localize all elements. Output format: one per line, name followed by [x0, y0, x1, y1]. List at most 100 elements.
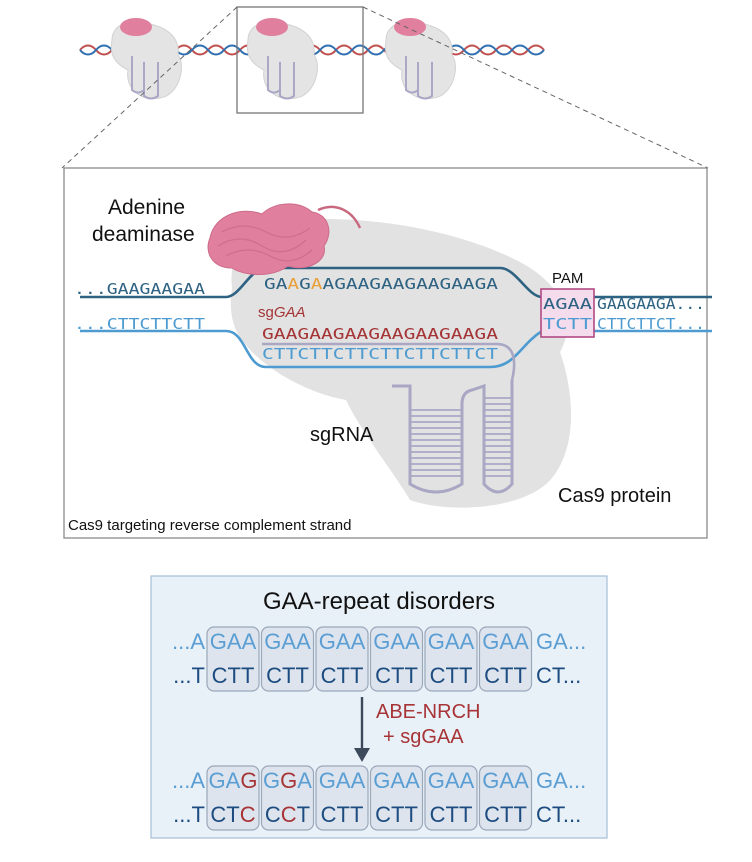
sequence-base: C [484, 802, 500, 827]
repeat-sequence-token: CTT [321, 802, 364, 827]
sggaa-prefix: sg [258, 304, 274, 321]
sequence-base: G [319, 768, 336, 793]
sequence-base: G [319, 629, 336, 654]
panel-caption: Cas9 targeting reverse complement strand [68, 517, 351, 534]
repeat-sequence-token: CTT [212, 663, 255, 688]
sequence-base: A [405, 629, 420, 654]
repeat-sequence-token: CTT [430, 802, 473, 827]
sgrna-label: sgRNA [310, 424, 374, 446]
pam-bottom-sequence: TCTT [543, 315, 592, 333]
sequence-base: . [580, 629, 586, 654]
sequence-base: T [192, 663, 205, 688]
arrow-label-line2: + sgGAA [383, 726, 464, 748]
repeat-sequence-token: ...T [173, 802, 205, 827]
sequence-base: A [190, 768, 205, 793]
sequence-base: G [240, 768, 257, 793]
sequence-base: T [404, 663, 417, 688]
cas9-protein-shape [230, 218, 572, 508]
sequence-base: . [172, 629, 178, 654]
sequence-base: T [295, 663, 308, 688]
sequence-base: G [536, 768, 553, 793]
sequence-base: A [499, 629, 514, 654]
sequence-base: . [173, 802, 179, 827]
sequence-base: . [580, 768, 586, 793]
sequence-base: G [373, 629, 390, 654]
sequence-base: . [172, 768, 178, 793]
edited-seq-part3: AGAAGAAGAAGAAGA [323, 275, 499, 293]
sequence-base: G [428, 768, 445, 793]
overview-cas9-1 [110, 18, 182, 100]
repeat-sequence-token: CTT [375, 802, 418, 827]
sequence-base: G [482, 629, 499, 654]
sequence-base: A [514, 629, 529, 654]
sequence-base: . [568, 629, 574, 654]
repeat-sequence-token: GAG [209, 768, 258, 793]
repeat-unit-box [424, 765, 478, 831]
repeat-sequence-token: CT... [536, 663, 581, 688]
sgrna-structure [262, 342, 516, 494]
sequence-base: C [375, 663, 391, 688]
sequence-base: A [190, 629, 205, 654]
sggaa-label: sgGAA [258, 304, 306, 321]
sequence-base: . [563, 802, 569, 827]
sequence-base: G [209, 768, 226, 793]
sequence-base: T [241, 663, 254, 688]
repeat-sequence-token: ...T [173, 663, 205, 688]
sequence-base: . [575, 663, 581, 688]
repeat-unit-box [369, 765, 424, 831]
sggaa-italic: GAA [274, 304, 306, 321]
sequence-base: A [296, 629, 311, 654]
sequence-base: A [281, 629, 296, 654]
sequence-base: T [500, 802, 513, 827]
sequence-base: G [373, 768, 390, 793]
sequence-base: A [553, 629, 568, 654]
sequence-base: A [445, 629, 460, 654]
repeat-sequence-token: GAA [319, 629, 366, 654]
repeat-unit-box [369, 626, 424, 692]
sequence-base: C [430, 802, 446, 827]
sequence-base: G [428, 629, 445, 654]
sequence-base: A [351, 768, 366, 793]
sequence-base: . [185, 802, 191, 827]
sequence-base: C [484, 663, 500, 688]
bottom-strand-backbone [80, 329, 712, 369]
sequence-base: A [460, 629, 475, 654]
repeat-sequence-token: GAA [319, 768, 366, 793]
repeat-unit-box [206, 765, 260, 831]
sequence-base: . [574, 629, 580, 654]
sequence-base: . [184, 629, 190, 654]
repeat-sequence-token: CTT [484, 802, 527, 827]
sequence-base: T [445, 802, 458, 827]
sequence-base: T [459, 663, 472, 688]
sequence-base: . [569, 802, 575, 827]
overview-strip [61, 6, 709, 169]
repeat-sequence-token: GAA [428, 768, 475, 793]
repeat-unit-box [478, 626, 533, 692]
sequence-base: . [178, 768, 184, 793]
pam-top-sequence: AGAA [543, 295, 592, 313]
sgrna-hairpin-large [392, 380, 514, 494]
sequence-base: T [336, 802, 349, 827]
sequence-base: A [351, 629, 366, 654]
dna-backbones [80, 266, 712, 369]
sequence-base: A [460, 768, 475, 793]
repeat-sequence-token: GAA [482, 768, 529, 793]
sequence-base: C [536, 802, 552, 827]
editing-arrow-head [354, 748, 370, 762]
sequence-base: T [226, 802, 239, 827]
sequence-base: T [192, 802, 205, 827]
sequence-base: T [459, 802, 472, 827]
guide-rna-sequence: GAAGAAGAAGAAGAAGAAGA [262, 325, 498, 343]
guide-backbone-bend [262, 342, 516, 381]
sequence-base: T [552, 663, 565, 688]
sequence-base: . [574, 768, 580, 793]
sequence-base: T [336, 663, 349, 688]
hairpin-rungs-left [410, 409, 462, 477]
sequence-base: . [568, 768, 574, 793]
right-top-sequence: GAAGAAGA... [597, 295, 705, 313]
sequence-base: A [227, 629, 242, 654]
sequence-base: A [553, 768, 568, 793]
sequence-base: . [563, 663, 569, 688]
